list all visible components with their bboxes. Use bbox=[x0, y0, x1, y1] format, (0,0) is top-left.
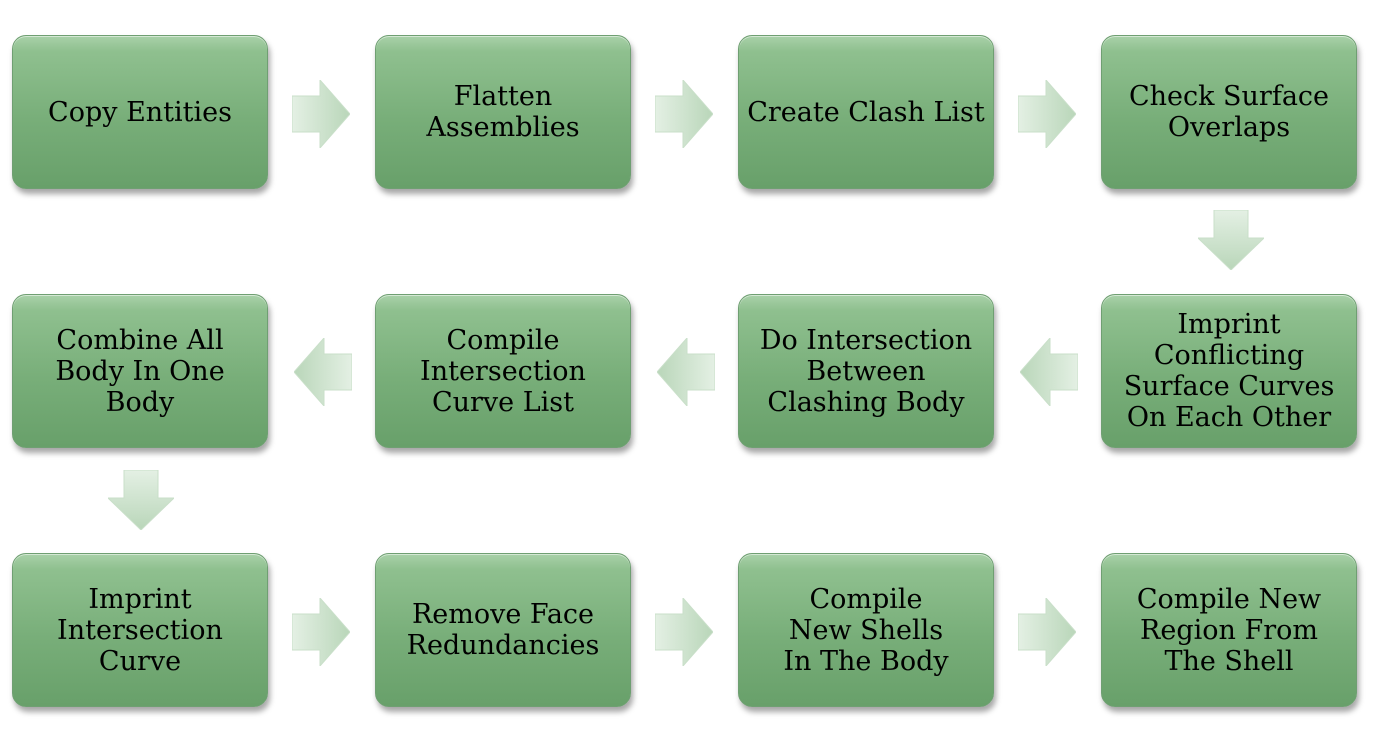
step-label: Do Intersection Between Clashing Body bbox=[759, 324, 973, 418]
down-arrow-icon bbox=[1198, 210, 1264, 270]
step-label: Combine All Body In One Body bbox=[55, 324, 225, 418]
step-label: Compile New Shells In The Body bbox=[783, 583, 949, 677]
left-arrow-icon bbox=[294, 338, 352, 406]
right-arrow-icon bbox=[655, 598, 713, 666]
step-do-intersection: Do Intersection Between Clashing Body bbox=[738, 294, 994, 448]
step-label: Imprint Intersection Curve bbox=[57, 583, 223, 677]
step-create-clash-list: Create Clash List bbox=[738, 35, 994, 189]
step-label: Copy Entities bbox=[48, 96, 232, 128]
step-imprint-intersection-curve: Imprint Intersection Curve bbox=[12, 553, 268, 707]
step-compile-intersection-curve-list: Compile Intersection Curve List bbox=[375, 294, 631, 448]
right-arrow-icon bbox=[1018, 598, 1076, 666]
step-label: Remove Face Redundancies bbox=[406, 599, 600, 661]
right-arrow-icon bbox=[292, 80, 350, 148]
step-imprint-conflicting-surface-curves: Imprint Conflicting Surface Curves On Ea… bbox=[1101, 294, 1357, 448]
left-arrow-icon bbox=[657, 338, 715, 406]
step-label: Compile Intersection Curve List bbox=[420, 324, 586, 418]
down-arrow-icon bbox=[108, 470, 174, 530]
step-label: Imprint Conflicting Surface Curves On Ea… bbox=[1123, 309, 1335, 433]
step-compile-new-shells: Compile New Shells In The Body bbox=[738, 553, 994, 707]
right-arrow-icon bbox=[655, 80, 713, 148]
step-label: Check Surface Overlaps bbox=[1128, 81, 1330, 143]
step-compile-new-region: Compile New Region From The Shell bbox=[1101, 553, 1357, 707]
step-flatten-assemblies: Flatten Assemblies bbox=[375, 35, 631, 189]
step-label: Flatten Assemblies bbox=[426, 81, 580, 143]
step-copy-entities: Copy Entities bbox=[12, 35, 268, 189]
right-arrow-icon bbox=[292, 598, 350, 666]
step-label: Create Clash List bbox=[747, 96, 985, 128]
step-label: Compile New Region From The Shell bbox=[1136, 583, 1322, 677]
left-arrow-icon bbox=[1020, 338, 1078, 406]
step-check-surface-overlaps: Check Surface Overlaps bbox=[1101, 35, 1357, 189]
step-combine-all-body: Combine All Body In One Body bbox=[12, 294, 268, 448]
right-arrow-icon bbox=[1018, 80, 1076, 148]
step-remove-face-redundancies: Remove Face Redundancies bbox=[375, 553, 631, 707]
